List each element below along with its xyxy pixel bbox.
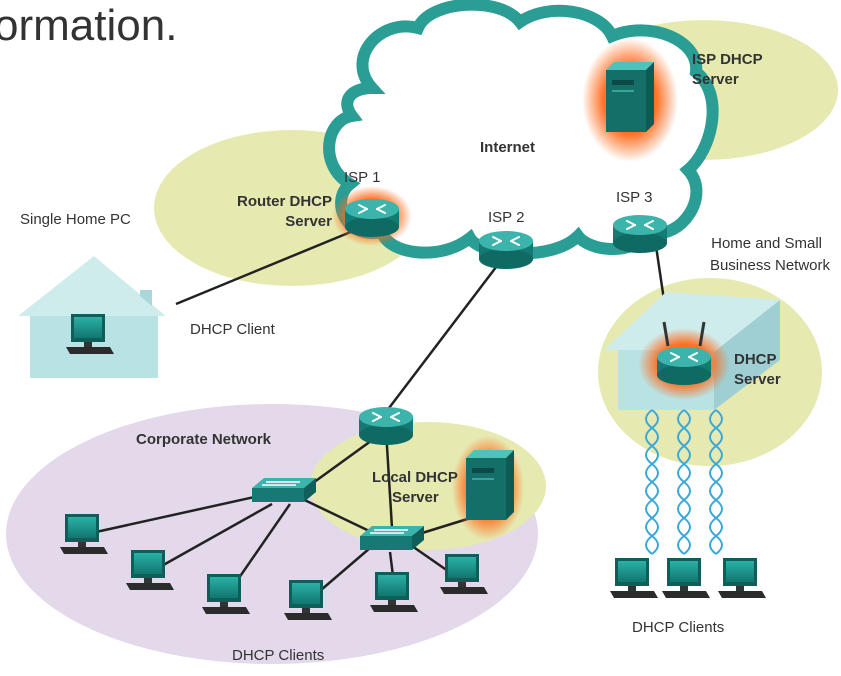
switch-icon [359,525,425,551]
home-dhcp-server-label-line2: Server [734,371,781,388]
isp1-label: ISP 1 [344,169,380,186]
isp2-label: ISP 2 [488,209,524,226]
single-home-pc-label: Single Home PC [20,211,131,228]
router-icon [478,230,534,270]
wireless-icon [645,409,723,555]
internet-label: Internet [480,139,535,156]
local-dhcp-label-line2: Server [392,489,439,506]
home-small-label-line2: Business Network [710,257,831,274]
wireless-router-icon [656,321,712,386]
pc-icon [610,558,658,598]
router-dhcp-label-line1: Router DHCP [237,193,332,210]
home-dhcp-server-label-line1: DHCP [734,351,777,368]
local-dhcp-label-line1: Local DHCP [372,469,458,486]
pc-icon [662,558,710,598]
server-icon [466,450,514,520]
server-icon [606,62,654,132]
heading-fragment: ormation. [0,1,177,50]
isp3-label: ISP 3 [616,189,652,206]
isp-dhcp-label-line1: ISP DHCP [692,51,763,68]
corp-dhcp-clients-label: DHCP Clients [232,647,324,664]
router-icon [358,406,414,446]
router-dhcp-label-line2: Server [285,213,332,230]
router-icon [344,198,400,238]
dhcp-client-label: DHCP Client [190,321,276,338]
home-small-label-line1: Home and Small [711,235,822,252]
isp-dhcp-label-line2: Server [692,71,739,88]
switch-icon [251,477,317,503]
home-dhcp-clients-label: DHCP Clients [632,619,724,636]
pc-icon [718,558,766,598]
corporate-network-label: Corporate Network [136,431,272,448]
router-icon [612,214,668,254]
